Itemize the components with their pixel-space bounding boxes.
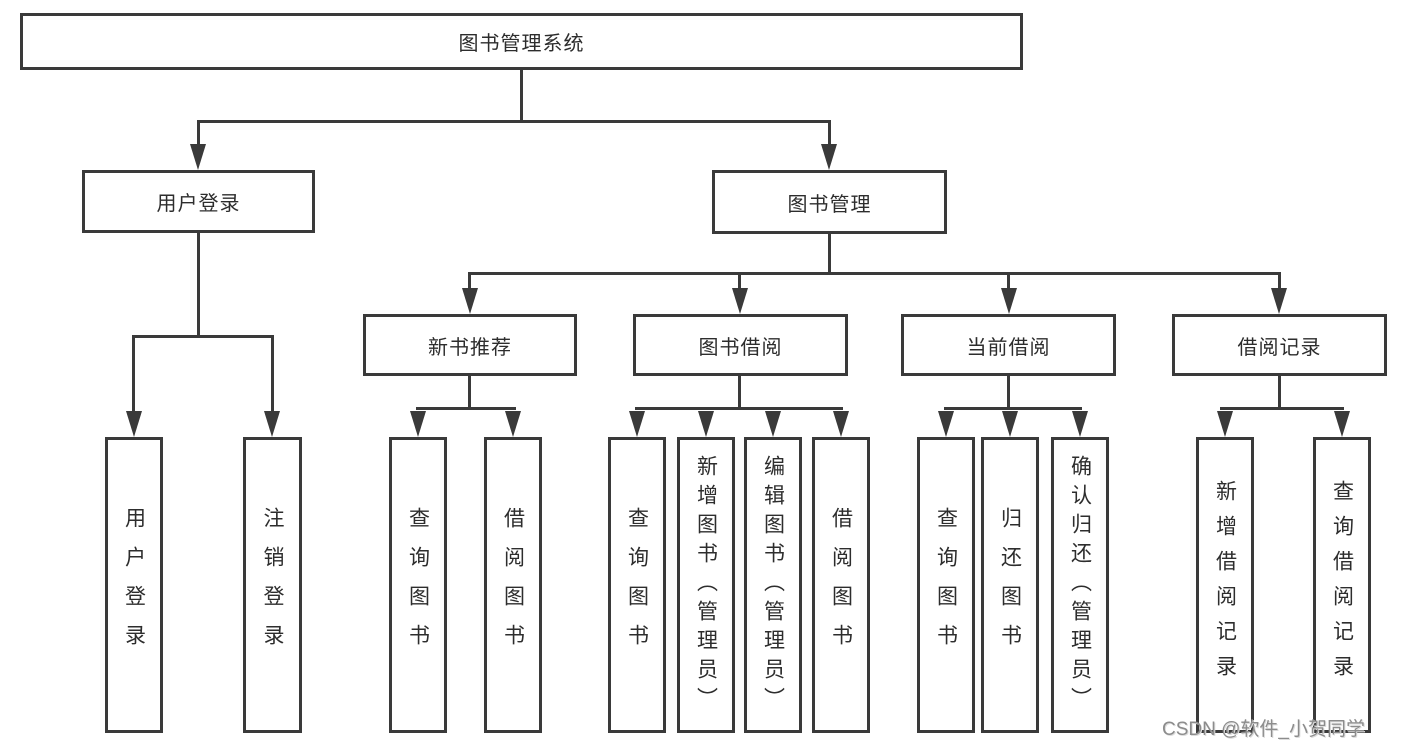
connector-line	[468, 272, 471, 292]
leaf-br-add-record: 新增借阅记录	[1196, 437, 1254, 733]
arrowhead	[938, 411, 954, 437]
node-label: 图书借阅	[698, 336, 783, 359]
connector-line	[1278, 272, 1281, 292]
arrowhead	[1002, 411, 1018, 437]
connector-line	[944, 407, 1082, 410]
leaf-label: 借阅图书	[501, 507, 525, 663]
connector-line	[271, 335, 274, 413]
arrowhead	[629, 411, 645, 437]
arrowhead	[126, 411, 142, 437]
connector-line	[828, 120, 831, 148]
node-library-system: 图书管理系统	[20, 13, 1023, 70]
arrowhead	[732, 288, 748, 314]
arrowhead	[1271, 288, 1287, 314]
leaf-bb-edit-books-admin: 编辑图书（管理员）	[744, 437, 802, 733]
connector-line	[828, 234, 831, 275]
node-user-login: 用户登录	[82, 170, 315, 233]
connector-line	[738, 272, 741, 292]
leaf-nb-borrow-books: 借阅图书	[484, 437, 542, 733]
node-label: 图书管理	[787, 193, 872, 216]
leaf-label: 用户登录	[122, 507, 146, 663]
leaf-nb-query-books: 查询图书	[389, 437, 447, 733]
leaf-cb-confirm-return-admin: 确认归还（管理员）	[1051, 437, 1109, 733]
arrowhead	[410, 411, 426, 437]
leaf-bb-query-books: 查询图书	[608, 437, 666, 733]
connector-line	[1220, 407, 1344, 410]
arrowhead	[833, 411, 849, 437]
node-book-management: 图书管理	[712, 170, 947, 234]
connector-line	[1278, 376, 1281, 410]
node-label: 当前借阅	[966, 336, 1051, 359]
leaf-label: 借阅图书	[829, 507, 853, 663]
leaf-cb-query-books: 查询图书	[917, 437, 975, 733]
csdn-watermark: CSDN @软件_小贺同学	[1162, 719, 1365, 740]
arrowhead	[505, 411, 521, 437]
node-borrowing-records: 借阅记录	[1172, 314, 1387, 376]
leaf-bb-borrow-books: 借阅图书	[812, 437, 870, 733]
connector-line	[132, 335, 135, 413]
leaf-user-login: 用户登录	[105, 437, 163, 733]
node-label: 新书推荐	[428, 336, 512, 359]
node-label: 借阅记录	[1237, 336, 1322, 359]
arrowhead	[698, 411, 714, 437]
connector-line	[1007, 376, 1010, 410]
arrowhead	[190, 144, 206, 170]
arrowhead	[765, 411, 781, 437]
leaf-label: 查询图书	[406, 507, 430, 663]
leaf-label: 注销登录	[261, 507, 284, 663]
arrowhead	[264, 411, 280, 437]
connector-line	[738, 376, 741, 410]
connector-line	[1007, 272, 1010, 292]
leaf-label: 新增借阅记录	[1213, 480, 1237, 690]
node-label: 用户登录	[156, 193, 241, 215]
connector-line	[132, 335, 274, 338]
arrowhead	[462, 288, 478, 314]
node-current-borrowing: 当前借阅	[901, 314, 1116, 376]
leaf-logout: 注销登录	[243, 437, 302, 733]
connector-line	[520, 70, 523, 122]
connector-line	[197, 120, 200, 148]
leaf-label: 归还图书	[998, 507, 1022, 663]
leaf-label: 编辑图书（管理员）	[761, 454, 785, 716]
leaf-label: 查询借阅记录	[1330, 480, 1354, 690]
leaf-label: 查询图书	[934, 507, 958, 663]
connector-line	[468, 272, 1281, 275]
arrowhead	[1001, 288, 1017, 314]
connector-line	[197, 120, 829, 123]
leaf-cb-return-books: 归还图书	[981, 437, 1039, 733]
node-book-borrowing: 图书借阅	[633, 314, 848, 376]
leaf-label: 查询图书	[625, 507, 649, 663]
arrowhead	[1334, 411, 1350, 437]
connector-line	[416, 407, 516, 410]
leaf-bb-add-books-admin: 新增图书（管理员）	[677, 437, 735, 733]
node-new-book-recommend: 新书推荐	[363, 314, 577, 376]
connector-line	[197, 233, 200, 337]
arrowhead	[1217, 411, 1233, 437]
leaf-label: 确认归还（管理员）	[1068, 454, 1092, 716]
leaf-br-query-record: 查询借阅记录	[1313, 437, 1371, 733]
node-label: 图书管理系统	[458, 33, 585, 55]
leaf-label: 新增图书（管理员）	[694, 454, 718, 716]
connector-line	[635, 407, 843, 410]
connector-line	[468, 376, 471, 410]
arrowhead	[821, 144, 837, 170]
arrowhead	[1072, 411, 1088, 437]
